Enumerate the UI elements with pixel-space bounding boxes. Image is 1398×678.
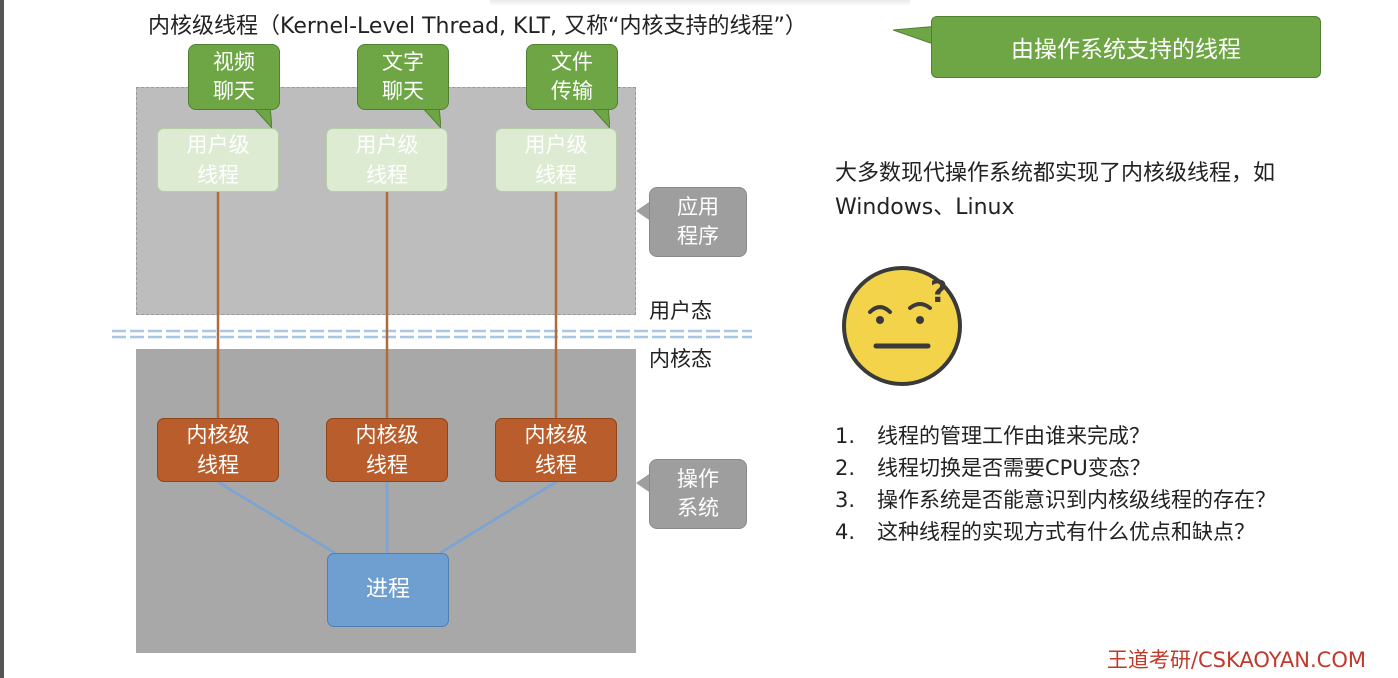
- svg-text:?: ?: [930, 275, 947, 310]
- question-list: 1.线程的管理工作由谁来完成？ 2.线程切换是否需要CPU变态？ 3.操作系统是…: [835, 420, 1276, 548]
- app-bubble-tail: [590, 106, 610, 128]
- kernel-level-thread-3: 内核级线程: [495, 418, 617, 482]
- intro-text: 大多数现代操作系统都实现了内核级线程，如 Windows、Linux: [835, 157, 1375, 225]
- app-bubble-tail: [252, 106, 272, 128]
- user-level-thread-3: 用户级线程: [495, 128, 617, 192]
- side-tag-tail: [636, 472, 652, 494]
- app-bubble-video-chat: 视频聊天: [188, 44, 280, 110]
- thinking-face-icon: ?: [842, 266, 962, 386]
- user-level-thread-1: 用户级线程: [157, 128, 279, 192]
- window-edge: [0, 0, 4, 678]
- application-tag: 应用程序: [649, 187, 747, 257]
- intro-line-1: 大多数现代操作系统都实现了内核级线程，如: [835, 161, 1276, 186]
- top-shade: [490, 0, 910, 6]
- question-item: 3.操作系统是否能意识到内核级线程的存在？: [835, 488, 1276, 512]
- app-bubble-tail: [421, 106, 441, 128]
- brand-watermark: 王道考研/CSKAOYAN.COM: [1106, 648, 1366, 672]
- kernel-mode-label: 内核态: [649, 347, 712, 371]
- question-item: 4.这种线程的实现方式有什么优点和缺点？: [835, 520, 1255, 544]
- app-bubble-text-chat: 文字聊天: [357, 44, 449, 110]
- kernel-level-thread-2: 内核级线程: [326, 418, 448, 482]
- kernel-process-link-1: [217, 480, 336, 555]
- kernel-process-link-3: [439, 480, 557, 555]
- question-item: 2.线程切换是否需要CPU变态？: [835, 456, 1151, 480]
- kernel-level-thread-1: 内核级线程: [157, 418, 279, 482]
- user-mode-label: 用户态: [649, 299, 712, 323]
- operating-system-tag: 操作系统: [649, 459, 747, 529]
- user-level-thread-2: 用户级线程: [326, 128, 448, 192]
- app-bubble-file-transfer: 文件传输: [526, 44, 618, 110]
- intro-line-2: Windows、Linux: [835, 195, 1015, 220]
- process-box: 进程: [327, 553, 449, 627]
- mode-divider: [112, 329, 752, 339]
- callout-main-tail: [893, 25, 939, 47]
- question-item: 1.线程的管理工作由谁来完成？: [835, 424, 1150, 448]
- os-support-callout: 由操作系统支持的线程: [931, 16, 1321, 78]
- side-tag-tail: [636, 200, 652, 222]
- page-title: 内核级线程（Kernel-Level Thread, KLT, 又称“内核支持的…: [148, 14, 807, 39]
